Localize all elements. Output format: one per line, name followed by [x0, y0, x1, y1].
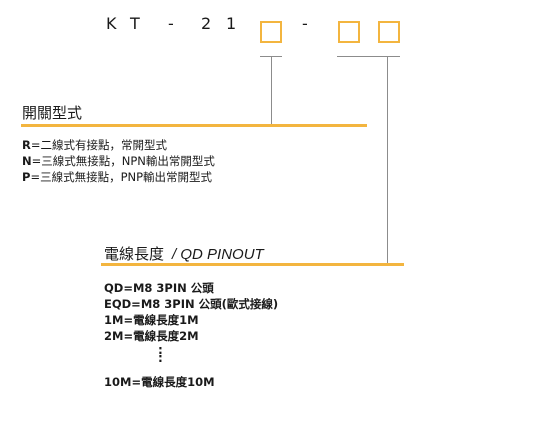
cable-underline — [101, 263, 404, 266]
cable-bracket — [337, 56, 400, 57]
cable-box-2 — [378, 21, 400, 43]
switch-type-underline — [21, 124, 367, 127]
model-char-dash-1: - — [168, 14, 174, 33]
list-item: 10M=電線長度10M — [104, 375, 215, 389]
list-item: N=三線式無接點，NPN輸出常開型式 — [22, 153, 215, 169]
item-key: R — [22, 138, 31, 152]
switch-type-box — [260, 21, 282, 43]
list-item: QD=M8 3PIN 公頭 — [104, 281, 214, 295]
item-desc: =二線式有接點，常開型式 — [30, 138, 167, 152]
list-item: EQD=M8 3PIN 公頭(歐式接線) — [104, 297, 279, 311]
cable-title-en: / QD PINOUT — [172, 246, 264, 263]
cable-box-1 — [338, 21, 360, 43]
model-char-t: T — [130, 14, 140, 33]
cable-list-end: 10M=電線長度10M — [104, 374, 215, 390]
item-desc: =三線式無接點，PNP輸出常開型式 — [30, 170, 213, 184]
list-item: 1M=電線長度1M — [104, 313, 199, 327]
model-char-k: K — [106, 14, 117, 33]
cable-title-zh: 電線長度 — [104, 245, 165, 263]
item-key: N — [22, 154, 32, 168]
model-char-dash-2: - — [302, 14, 308, 33]
model-char-2: 2 — [201, 14, 212, 33]
list-item: 2M=電線長度2M — [104, 329, 199, 343]
switch-type-list: R=二線式有接點，常開型式 N=三線式無接點，NPN輸出常開型式 P=三線式無接… — [22, 137, 215, 185]
model-char-1: 1 — [226, 14, 237, 33]
cable-connector — [387, 56, 388, 263]
item-key: P — [22, 170, 31, 184]
switch-type-connector — [271, 56, 272, 124]
cable-list: QD=M8 3PIN 公頭 EQD=M8 3PIN 公頭(歐式接線) 1M=電線… — [104, 280, 278, 344]
item-desc: =三線式無接點，NPN輸出常開型式 — [31, 154, 215, 168]
ellipsis-dot: : — [158, 343, 163, 357]
switch-type-title: 開關型式 — [22, 104, 83, 122]
ellipsis-dot: : — [158, 351, 163, 365]
ellipsis-dots: : : — [158, 343, 163, 365]
list-item: R=二線式有接點，常開型式 — [22, 137, 215, 153]
cable-title: 電線長度 / QD PINOUT — [104, 243, 264, 264]
list-item: P=三線式無接點，PNP輸出常開型式 — [22, 169, 215, 185]
